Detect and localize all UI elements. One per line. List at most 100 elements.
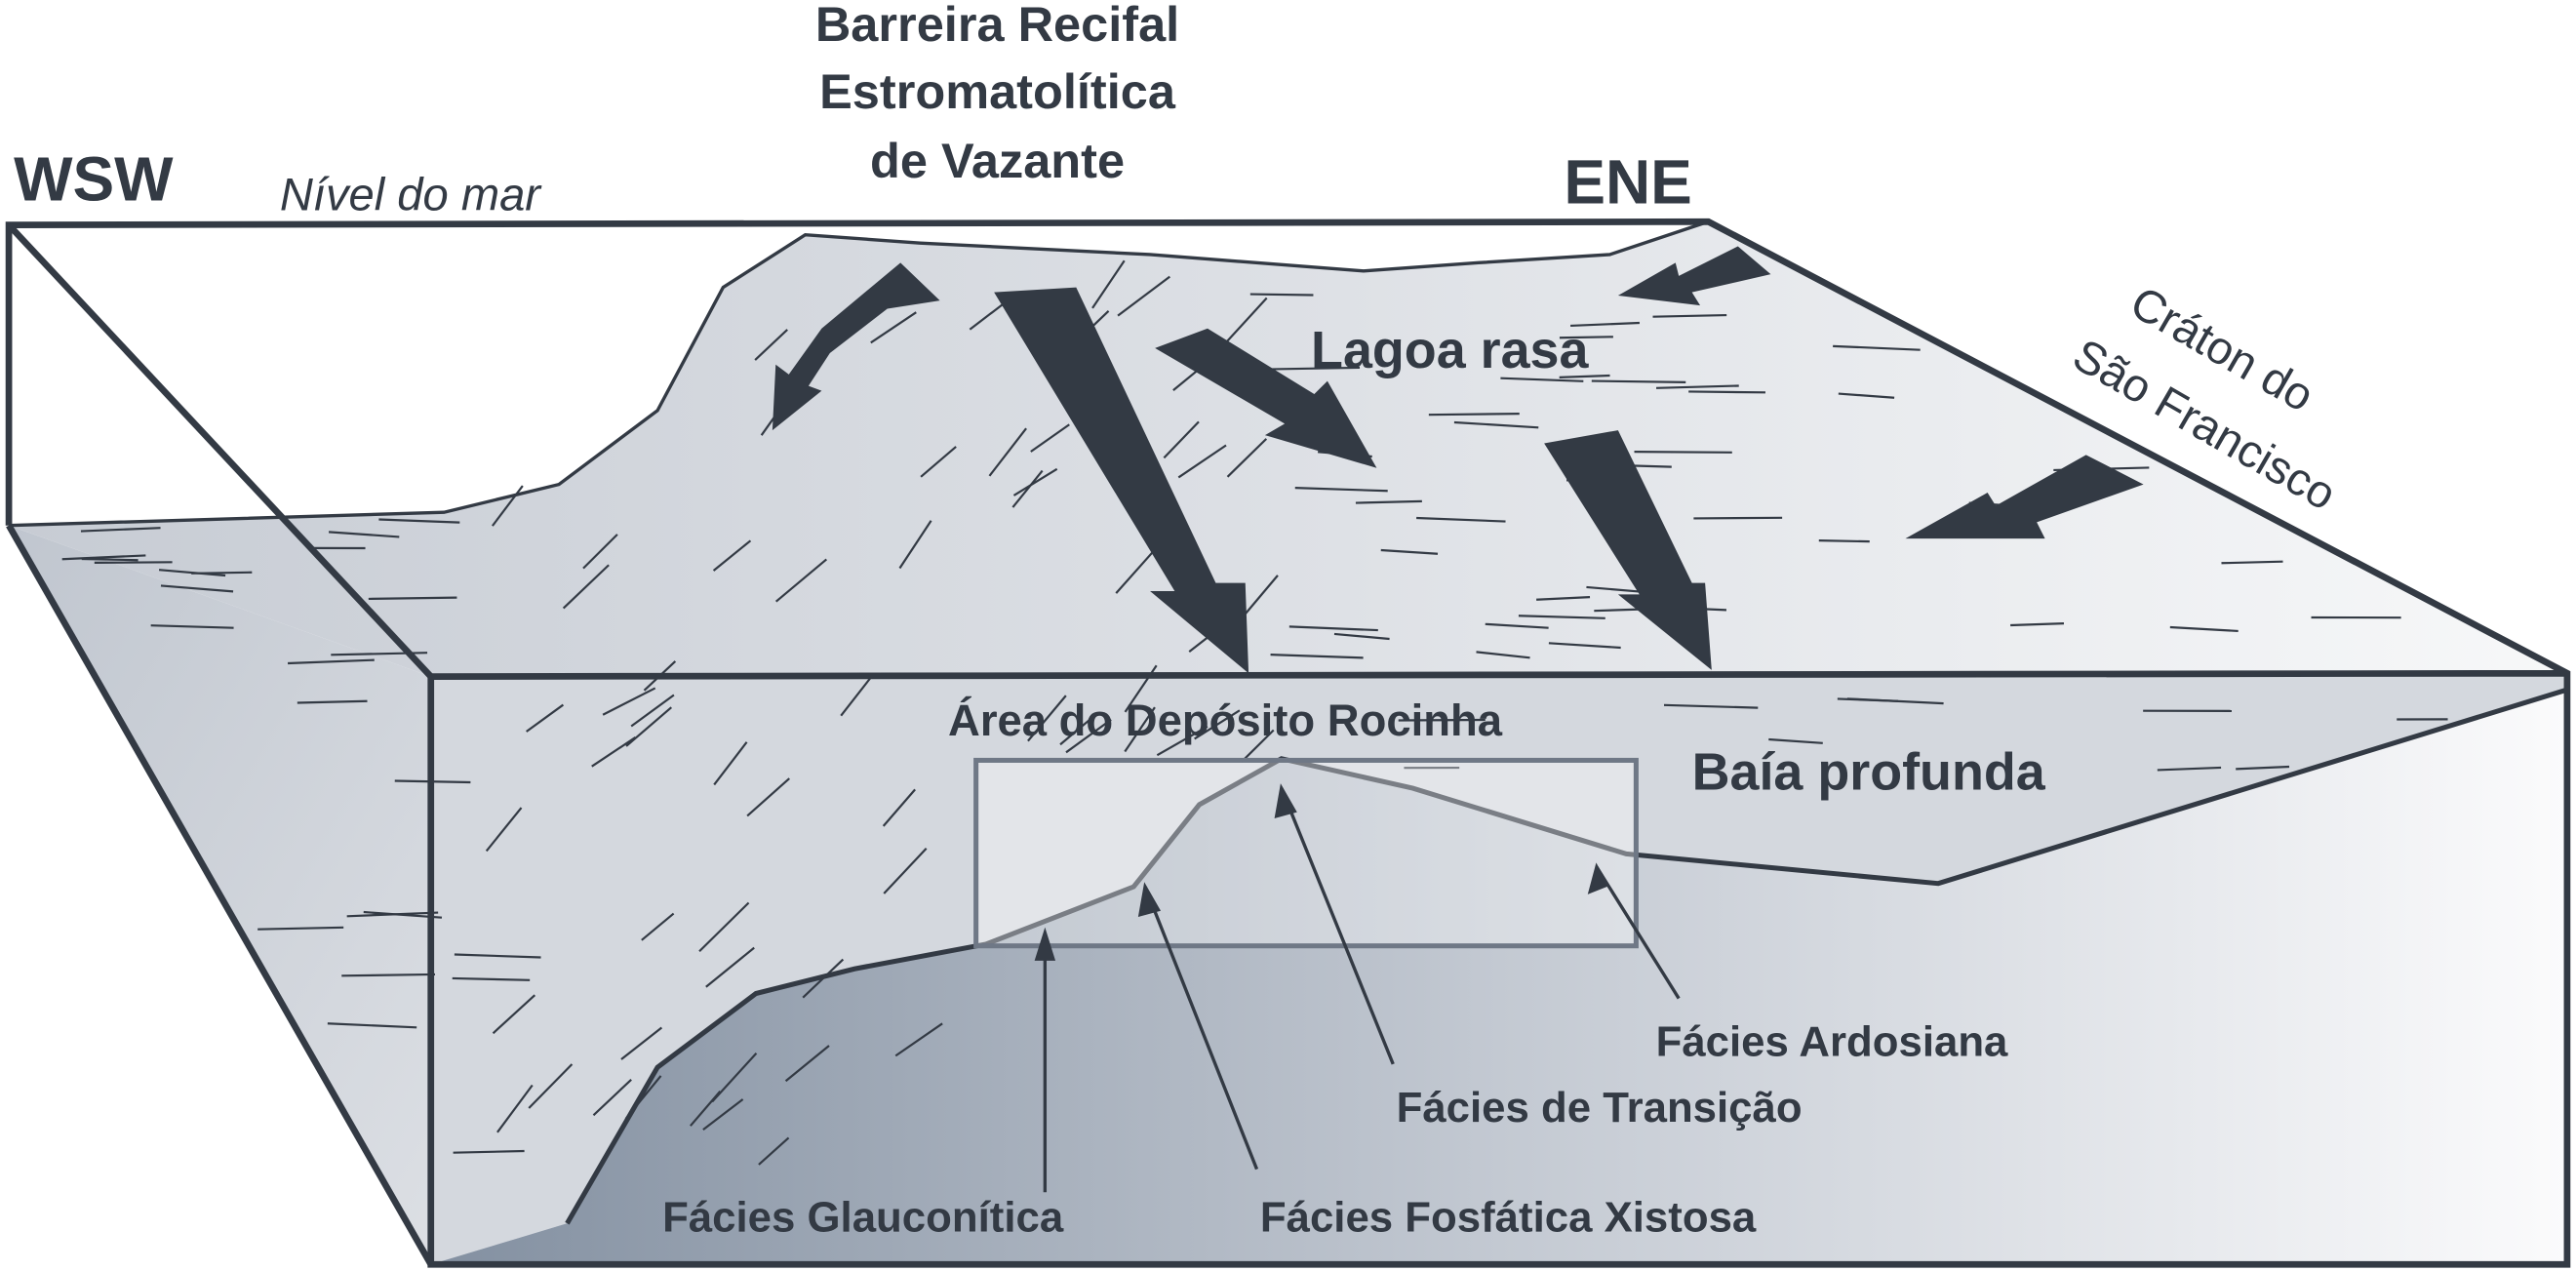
arrow-icon xyxy=(1155,328,1377,468)
hatch-stroke xyxy=(1693,516,1783,520)
hatch-stroke xyxy=(1194,709,1241,740)
hatch-stroke xyxy=(1225,297,1268,343)
hatch-stroke xyxy=(711,1053,758,1103)
seafloor-profile xyxy=(565,687,2568,1225)
hatch-stroke xyxy=(602,687,656,716)
hatch-stroke xyxy=(698,901,750,953)
lagoon-label: Lagoa rasa xyxy=(1311,321,1589,379)
hatch-stroke xyxy=(2157,766,2222,772)
hatch-stroke xyxy=(526,703,565,733)
hatch-stroke xyxy=(1768,737,1823,744)
facies-glauconitica-label: Fácies Glauconítica xyxy=(662,1194,1064,1242)
arrow-icon xyxy=(994,287,1249,674)
hatch-stroke xyxy=(894,1022,943,1057)
hatch-stroke xyxy=(1163,420,1200,459)
hatch-stroke xyxy=(1294,487,1388,493)
hatch-stroke xyxy=(1240,729,1275,763)
arrow-icon xyxy=(1905,455,2144,539)
sea-level-label: Nível do mar xyxy=(280,168,542,219)
hatch-stroke xyxy=(1011,469,1044,508)
hatch-stroke xyxy=(1288,625,1378,632)
hatch-stroke xyxy=(920,446,957,478)
deep-basin xyxy=(430,690,2567,1265)
hatch-stroke xyxy=(988,427,1027,477)
hatch-stroke xyxy=(582,534,618,570)
hatch-stroke xyxy=(1476,651,1530,659)
hatch-stroke xyxy=(1833,344,1921,351)
hatch-stroke xyxy=(492,994,536,1035)
hatch-stroke xyxy=(81,557,139,562)
hatch-stroke xyxy=(562,564,610,610)
reef-label-1: Barreira Recifal xyxy=(815,0,1179,52)
hatch-stroke xyxy=(287,658,375,665)
hatch-stroke xyxy=(491,485,524,527)
hatch-stroke xyxy=(150,624,234,629)
hatch-stroke xyxy=(1333,632,1390,641)
hatch-stroke xyxy=(712,539,752,572)
block-outline xyxy=(5,218,2571,1268)
hatch-stroke xyxy=(1846,697,1944,705)
hatch-stroke xyxy=(840,674,874,717)
hatch-stroke xyxy=(883,848,928,894)
hatch-stroke xyxy=(2221,560,2283,565)
hatch-stroke xyxy=(1065,718,1112,754)
hatch-stroke xyxy=(1059,713,1096,746)
hatch-stroke xyxy=(2169,625,2239,633)
hatch-stroke xyxy=(702,1098,744,1131)
terrain-surface xyxy=(9,221,2567,677)
hatch-stroke xyxy=(1818,539,1870,543)
hatch-stroke xyxy=(1226,438,1268,478)
hatch-stroke xyxy=(630,694,675,728)
deposit-area-label: Área do Depósito Rocinha xyxy=(948,695,1503,745)
hatch-stroke xyxy=(1091,259,1126,309)
hatch-stroke xyxy=(624,1075,662,1120)
hatch-stroke xyxy=(454,953,541,959)
deep-bay-label: Baía profunda xyxy=(1692,743,2046,802)
reef-label-3: de Vazante xyxy=(870,133,1125,188)
hatch-stroke xyxy=(368,596,457,601)
hatch-stroke xyxy=(378,518,460,524)
wsw-label: WSW xyxy=(14,143,174,214)
hatch-stroke xyxy=(1124,706,1156,753)
hatch-stroke xyxy=(1518,615,1605,619)
sediment-hatching xyxy=(61,259,2448,1166)
hatch-stroke xyxy=(1416,516,1506,523)
hatch-stroke xyxy=(1156,725,1209,757)
hatch-stroke xyxy=(528,1063,574,1109)
hatch-stroke xyxy=(1548,642,1621,650)
hatch-stroke xyxy=(592,1079,632,1117)
hatch-stroke xyxy=(1591,379,1686,383)
hatch-stroke xyxy=(1117,275,1170,317)
reef-label-2: Estromatolítica xyxy=(819,63,1176,119)
hatch-stroke xyxy=(1177,444,1227,479)
flow-arrows xyxy=(772,246,2144,674)
hatch-stroke xyxy=(1012,467,1058,496)
ene-label: ENE xyxy=(1564,147,1692,218)
hatch-stroke xyxy=(158,569,226,577)
hatch-stroke xyxy=(784,1045,830,1083)
hatch-stroke xyxy=(327,1022,417,1029)
hatch-stroke xyxy=(1030,423,1070,453)
hatch-stroke xyxy=(1559,336,1613,339)
facies-transicao-label: Fácies de Transição xyxy=(1397,1084,1803,1132)
hatch-stroke xyxy=(754,329,788,361)
hatch-stroke xyxy=(2010,622,2065,627)
hatch-stroke xyxy=(1266,366,1361,371)
hatch-stroke xyxy=(1652,313,1727,318)
hatch-stroke xyxy=(94,561,173,564)
hatch-stroke xyxy=(641,912,675,941)
hatch-stroke xyxy=(882,788,916,827)
hatch-stroke xyxy=(1355,499,1422,504)
hatch-stroke xyxy=(160,584,234,593)
hatch-stroke xyxy=(774,558,828,603)
hatch-stroke xyxy=(2236,765,2290,771)
hatch-stroke xyxy=(258,926,344,931)
hatch-stroke xyxy=(1634,451,1732,454)
hatch-stroke xyxy=(758,1136,790,1166)
hatch-stroke xyxy=(625,706,672,747)
hatch-stroke xyxy=(1485,622,1549,629)
hatch-stroke xyxy=(61,554,146,561)
hatch-stroke xyxy=(1115,545,1160,594)
hatch-stroke xyxy=(485,807,523,853)
